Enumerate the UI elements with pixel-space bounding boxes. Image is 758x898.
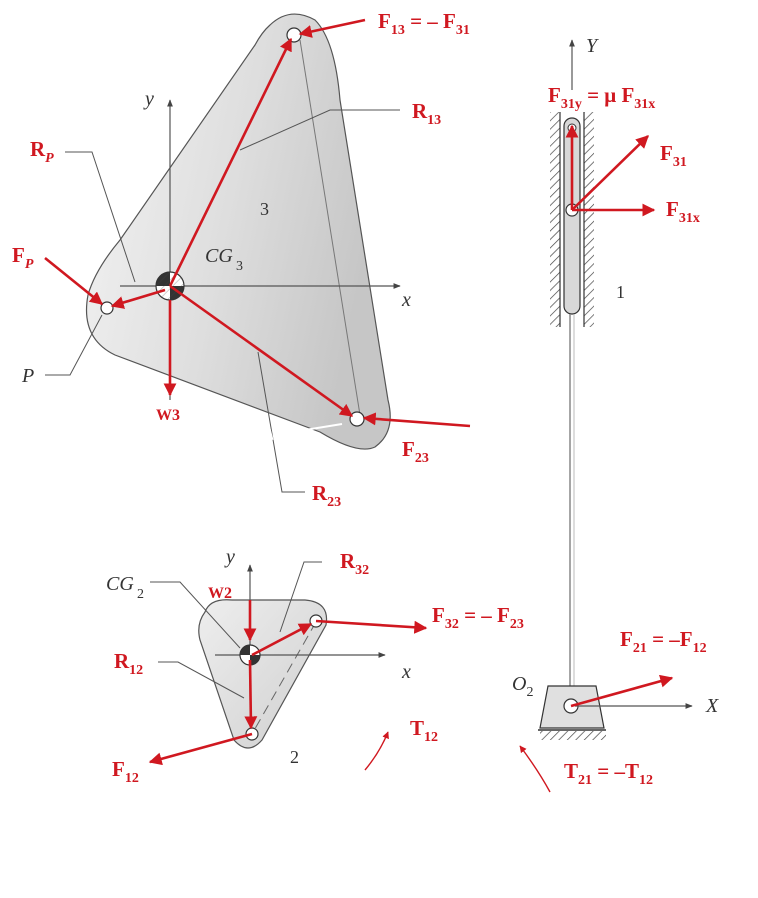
guide-right-hatch <box>584 112 594 327</box>
link-3-x-axis-label: x <box>401 289 411 311</box>
force-F31 <box>571 135 649 211</box>
force-F13 <box>298 18 366 38</box>
label-W2: W2 <box>208 585 232 602</box>
vector-R32 <box>251 622 313 657</box>
force-F21 <box>570 674 674 708</box>
label-T12: T12 <box>410 716 438 745</box>
label-F32: F32 = – F23 <box>432 603 524 632</box>
leader-RP <box>65 151 136 283</box>
link-2-dashed-line <box>251 621 317 735</box>
ground-pivot: X O2 F21 = –F12 T21 = –T12 <box>512 627 719 793</box>
link-3: y x CG 3 3 F13 = – F31 R1 <box>12 9 471 510</box>
label-F21: F21 = –F12 <box>620 627 707 656</box>
link-1: Y 1 F31y = μ F31x F31 F31x <box>548 35 700 690</box>
link-2-body <box>198 599 328 749</box>
label-T21: T21 = –T12 <box>564 759 653 788</box>
leader-R23 <box>257 351 305 493</box>
vector-R13 <box>168 37 293 287</box>
label-F13: F13 = – F31 <box>378 9 470 38</box>
leader-R13 <box>239 109 400 151</box>
label-P: P <box>21 365 34 387</box>
link-1-number: 1 <box>616 282 625 302</box>
link-3-body <box>85 13 391 450</box>
global-Y-label: Y <box>586 35 599 57</box>
label-W3: W3 <box>156 407 180 424</box>
link-2-number: 2 <box>290 747 299 767</box>
global-X-label: X <box>705 695 719 717</box>
label-R13: R13 <box>412 99 441 128</box>
torque-T12-arrow <box>364 731 389 771</box>
label-F23: F23 <box>402 437 429 466</box>
leader-P <box>45 314 103 376</box>
leader-R32 <box>279 561 322 633</box>
cg2-label: CG <box>106 573 134 595</box>
leader-R23-tick <box>266 424 274 441</box>
label-FP: FP <box>12 243 34 272</box>
label-F31: F31 <box>660 141 687 170</box>
cg3-label-sub: 3 <box>236 259 243 274</box>
link-2-x-axis-label: x <box>401 661 411 683</box>
link-3-edge-line <box>299 39 361 416</box>
vector-R23 <box>169 284 354 418</box>
label-F31x: F31x <box>666 197 700 226</box>
point-p-hole <box>100 301 114 315</box>
label-R32: R32 <box>340 549 369 578</box>
cg3-label: CG <box>205 245 233 267</box>
link-2: y x 2 CG 2 W2 R32 R12 F12 F32 = – F23 T1… <box>106 546 524 786</box>
pin-23-hole <box>349 411 365 427</box>
link-3-y-axis-label: y <box>143 88 154 110</box>
force-F12 <box>148 732 253 766</box>
vector-RP <box>110 288 166 309</box>
force-FP <box>44 256 104 306</box>
vector-R12 <box>244 659 258 730</box>
label-F31y: F31y = μ F31x <box>548 83 655 112</box>
link-2-y-axis-label: y <box>224 546 235 568</box>
force-F23 <box>362 412 471 428</box>
link-3-highlight <box>304 423 343 431</box>
link-3-number: 3 <box>260 199 269 219</box>
leader-CG2 <box>150 581 241 649</box>
guide-left-hatch <box>550 112 560 327</box>
label-O2: O2 <box>512 673 533 700</box>
label-R23: R23 <box>312 481 341 510</box>
label-R12: R12 <box>114 649 143 678</box>
force-F32 <box>315 619 428 634</box>
torque-T21-arrow <box>519 745 551 793</box>
pin-13-hole <box>286 27 302 43</box>
leader-R12 <box>158 661 245 699</box>
cg2-label-sub: 2 <box>137 587 144 602</box>
label-F12: F12 <box>112 757 139 786</box>
label-RP: RP <box>30 137 54 166</box>
ground-hatch <box>540 731 606 740</box>
